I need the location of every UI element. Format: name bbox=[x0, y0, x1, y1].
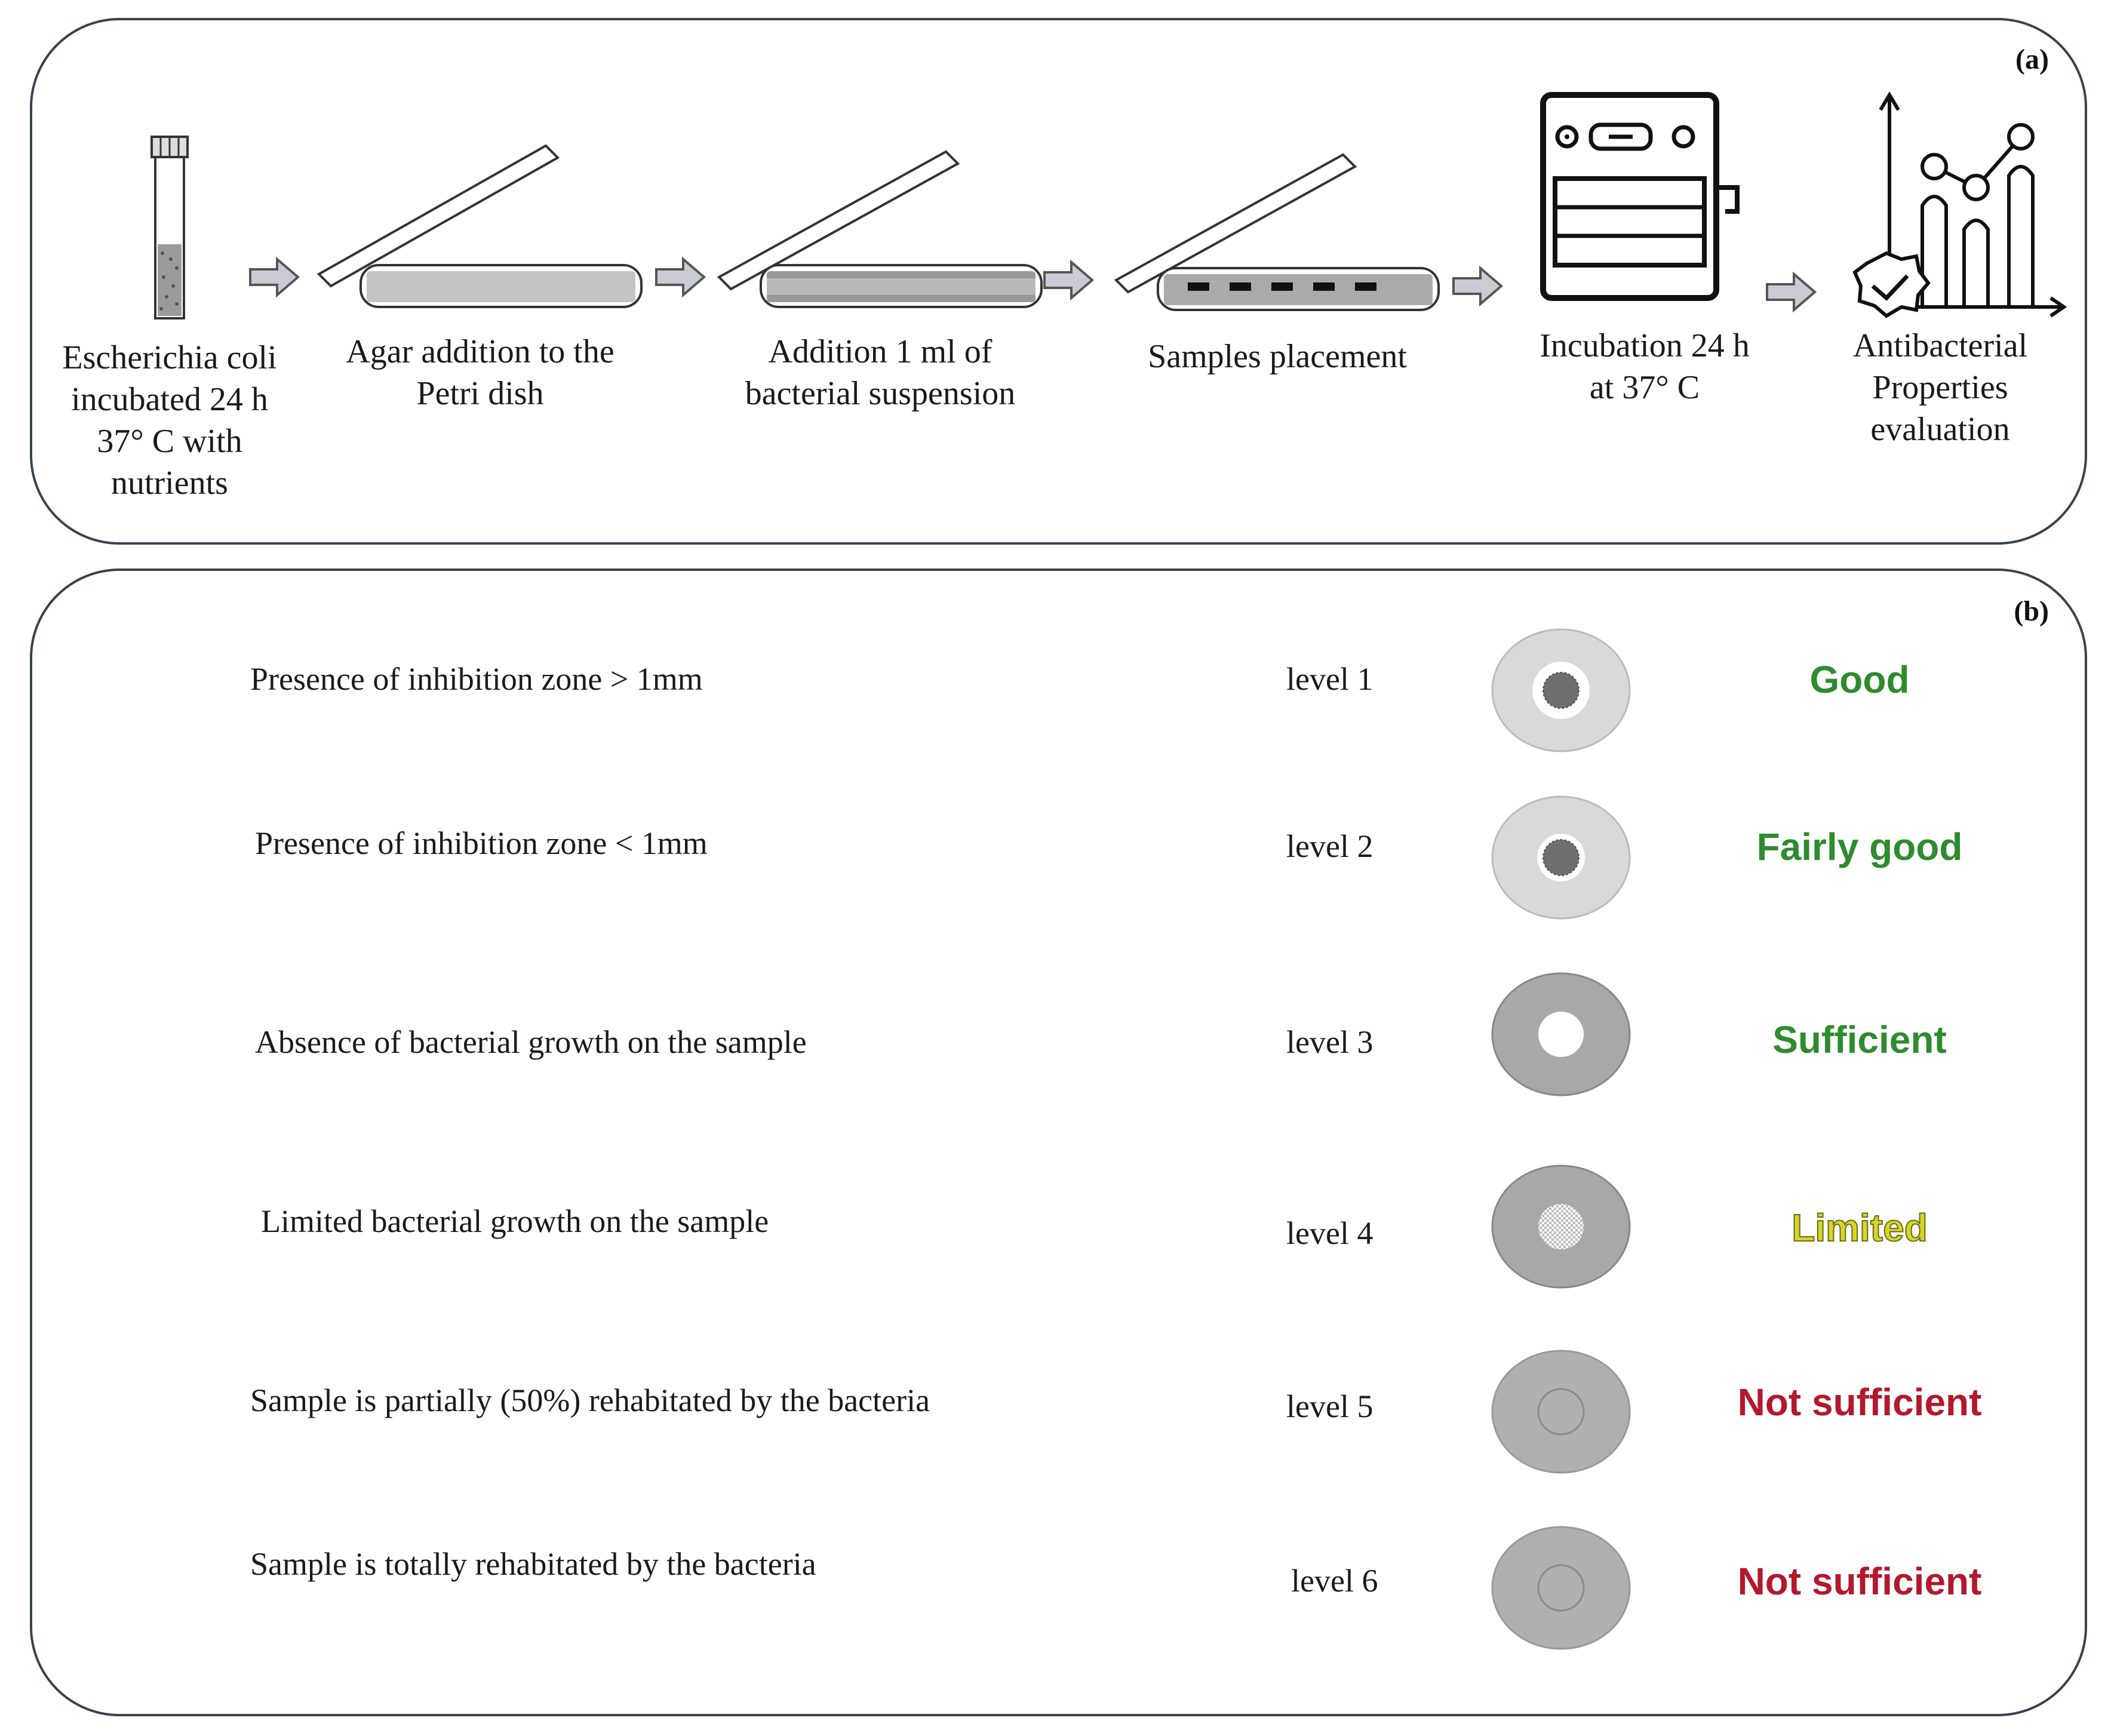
row-level: level 5 bbox=[1286, 1388, 1373, 1424]
rating-label: Not sufficient bbox=[1737, 1381, 1982, 1424]
step-label-3: Addition 1 ml of bacterial suspension bbox=[745, 333, 1016, 412]
workflow-panel: (a) Escherichia coli incubated 24 h 37° … bbox=[30, 18, 2087, 545]
dish-no-growth-icon bbox=[1491, 972, 1631, 1096]
step-label-6: Antibacterial Properties evaluation bbox=[1852, 327, 2028, 448]
arrow-right-icon bbox=[1766, 271, 1817, 313]
row-description: Presence of inhibition zone < 1mm bbox=[255, 825, 708, 861]
arrow-right-icon bbox=[1452, 265, 1504, 307]
rating-label: Limited bbox=[1791, 1206, 1928, 1250]
row-level: level 2 bbox=[1286, 828, 1373, 864]
step-label-5: Incubation 24 h at 37° C bbox=[1540, 327, 1750, 406]
dish-limited-growth-icon bbox=[1491, 1164, 1631, 1289]
arrow-right-icon bbox=[1043, 259, 1095, 301]
test-tube-icon bbox=[150, 136, 189, 319]
incubator-icon bbox=[1540, 92, 1740, 301]
dish-inhibition-zone-small-icon bbox=[1491, 795, 1631, 920]
row-level: level 3 bbox=[1286, 1024, 1373, 1060]
petri-dish-samples-icon bbox=[1114, 153, 1440, 311]
rating-label: Not sufficient bbox=[1737, 1560, 1982, 1603]
arrow-right-icon bbox=[249, 256, 300, 298]
step-label-1: Escherichia coli incubated 24 h 37° C wi… bbox=[62, 339, 277, 502]
step-label-4: Samples placement bbox=[1148, 338, 1407, 375]
row-level: level 1 bbox=[1286, 661, 1373, 697]
panel-label-a: (a) bbox=[2015, 44, 2049, 75]
rating-label: Fairly good bbox=[1756, 825, 1963, 868]
dish-total-growth-icon bbox=[1491, 1526, 1631, 1650]
panel-label-b: (b) bbox=[2014, 595, 2049, 627]
chart-evaluation-icon bbox=[1852, 91, 2067, 318]
dish-inhibition-zone-large-icon bbox=[1491, 628, 1631, 752]
rating-label: Sufficient bbox=[1772, 1018, 1947, 1061]
rating-label: Good bbox=[1809, 658, 1910, 701]
row-level: level 4 bbox=[1286, 1215, 1373, 1251]
step-label-2: Agar addition to the Petri dish bbox=[346, 333, 614, 412]
evaluation-scale-panel: (b) Presence of inhibition zone > 1mm le… bbox=[30, 569, 2087, 1716]
row-level: level 6 bbox=[1291, 1563, 1378, 1599]
petri-dish-suspension-icon bbox=[717, 150, 1043, 308]
petri-dish-agar-icon bbox=[317, 144, 643, 308]
row-description: Absence of bacterial growth on the sampl… bbox=[255, 1024, 807, 1060]
arrow-right-icon bbox=[655, 256, 706, 298]
row-description: Sample is totally rehabitated by the bac… bbox=[250, 1546, 816, 1582]
dish-partial-growth-icon bbox=[1491, 1350, 1631, 1474]
row-description: Limited bacterial growth on the sample bbox=[261, 1203, 769, 1239]
row-description: Presence of inhibition zone > 1mm bbox=[250, 661, 703, 697]
row-description: Sample is partially (50%) rehabitated by… bbox=[250, 1382, 930, 1418]
